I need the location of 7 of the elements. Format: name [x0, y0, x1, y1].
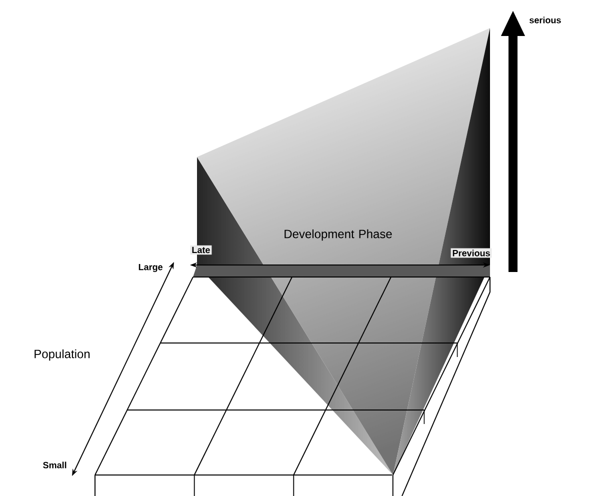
axis-label: serious: [530, 16, 561, 24]
axis-label: Small: [43, 462, 66, 468]
axis-label: Previous: [450, 248, 492, 258]
axis-label: Development Phase: [284, 229, 392, 241]
axis-label: Late: [190, 245, 212, 255]
axis-label: Population: [34, 349, 90, 361]
axis-label: Large: [138, 264, 162, 272]
